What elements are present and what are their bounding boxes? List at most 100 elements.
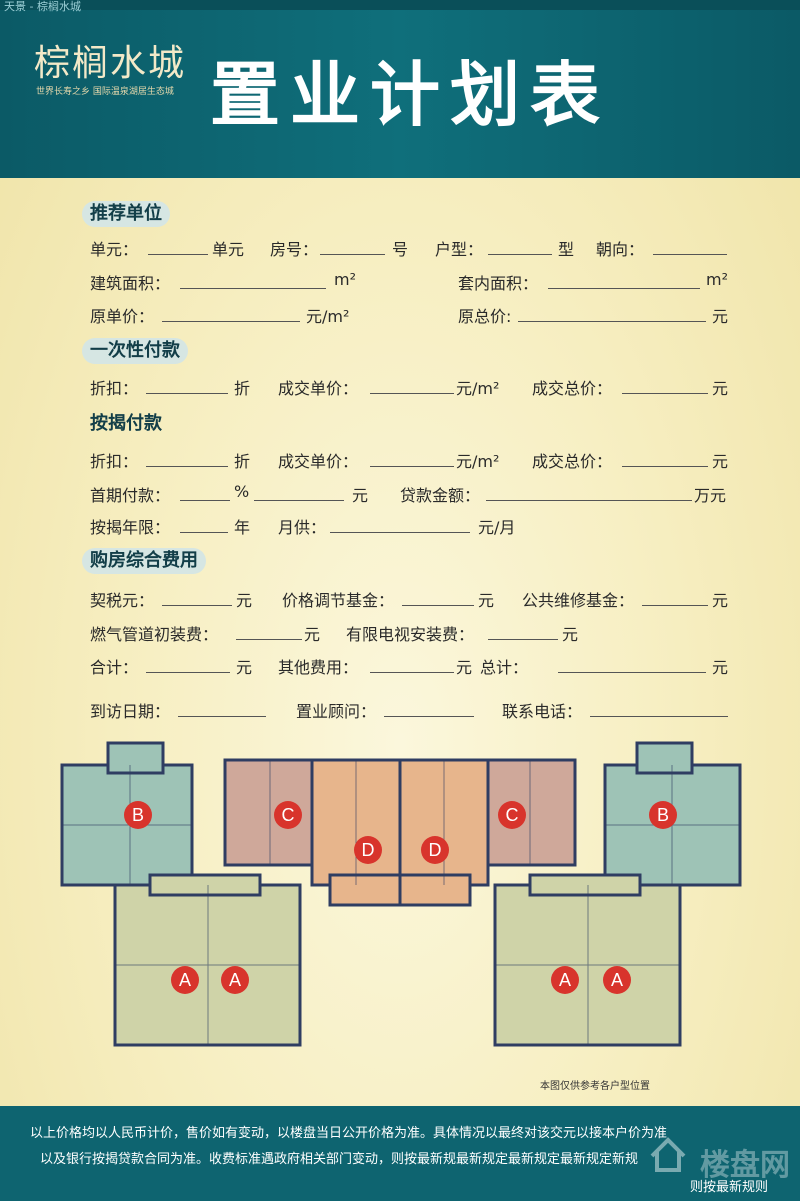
deal-unit-price-field-2[interactable] [370, 448, 454, 467]
label-total: 总计： [480, 658, 529, 677]
marker-d-1: D [362, 840, 375, 860]
marker-b-1: B [132, 805, 144, 825]
label-subtotal: 合计： [90, 658, 139, 677]
visit-date-field[interactable] [178, 698, 266, 717]
other-fees-field[interactable] [370, 654, 454, 673]
gas-field[interactable] [236, 621, 302, 640]
label-discount-2: 折扣： [90, 452, 139, 471]
label-monthly: 月供： [278, 518, 327, 537]
consultant-field[interactable] [384, 698, 474, 717]
type-field[interactable] [488, 236, 552, 255]
label-discount: 折扣： [90, 379, 139, 398]
unit-yuan-4: 元 [352, 486, 369, 505]
unit-yuan-2: 元 [712, 379, 729, 398]
marker-d-2: D [429, 840, 442, 860]
orientation-field[interactable] [653, 236, 727, 255]
label-deal-unit-price: 成交单价： [278, 379, 359, 398]
label-phone: 联系电话： [502, 702, 583, 721]
label-percent: % [234, 482, 250, 501]
room-field[interactable] [320, 236, 385, 255]
label-visit-date: 到访日期： [90, 702, 171, 721]
label-type-suffix: 型 [558, 240, 575, 259]
deed-tax-field[interactable] [162, 587, 232, 606]
disclaimer-line-2: 以及银行按揭贷款合同为准。收费标准遇政府相关部门变动，则按最新规最新规定最新规定… [40, 1152, 639, 1167]
unit-yuan-6: 元 [478, 591, 495, 610]
floor-plan: A A A A B B C C D D [60, 741, 742, 1047]
unit-yuan-month: 元/月 [478, 518, 516, 537]
subtotal-field[interactable] [146, 654, 230, 673]
disclaimer-line-3: 则按最新规则 [690, 1180, 769, 1195]
label-build-area: 建筑面积： [90, 274, 171, 293]
label-orientation: 朝向： [596, 240, 645, 259]
label-price-fund: 价格调节基金： [282, 591, 395, 610]
loan-field[interactable] [486, 482, 692, 501]
label-unit: 单元： [90, 240, 139, 259]
deal-total-field-2[interactable] [622, 448, 708, 467]
years-field[interactable] [180, 514, 228, 533]
inner-area-field[interactable] [548, 270, 700, 289]
orig-total-field[interactable] [518, 303, 706, 322]
footer-disclaimer: 以上价格均以人民币计价，售价如有变动，以楼盘当日公开价格为准。具体情况以最终对该… [0, 1106, 800, 1201]
build-area-field[interactable] [180, 270, 326, 289]
unit-yuan-sqm-2: 元/m² [456, 379, 500, 398]
label-deal-unit-price-2: 成交单价： [278, 452, 359, 471]
unit-field[interactable] [148, 236, 208, 255]
label-room-suffix: 号 [392, 240, 409, 259]
watermark-house-icon [650, 1137, 686, 1172]
marker-a-1: A [179, 970, 191, 990]
label-deal-total-2: 成交总价： [532, 452, 613, 471]
unit-yuan-sqm: 元/m² [306, 307, 350, 326]
label-orig-total: 原总价: [458, 307, 512, 326]
orig-unit-price-field[interactable] [162, 303, 300, 322]
label-type: 户型： [435, 240, 484, 259]
total-field[interactable] [558, 654, 706, 673]
page-title: 置业计划表 [210, 54, 610, 136]
unit-yuan-9: 元 [562, 625, 579, 644]
price-fund-field[interactable] [402, 587, 474, 606]
unit-yuan-11: 元 [456, 658, 473, 677]
label-years: 按揭年限： [90, 518, 171, 537]
label-year: 年 [234, 518, 251, 537]
marker-a-4: A [611, 970, 623, 990]
unit-yuan-8: 元 [304, 625, 321, 644]
marker-b-2: B [657, 805, 669, 825]
label-room: 房号： [270, 240, 319, 259]
label-down-payment: 首期付款： [90, 486, 171, 505]
tv-field[interactable] [488, 621, 558, 640]
phone-field[interactable] [590, 698, 728, 717]
label-deed-tax: 契税元： [90, 591, 155, 610]
label-inner-area: 套内面积： [458, 274, 539, 293]
down-percent-field[interactable] [180, 482, 230, 501]
label-gas: 燃气管道初装费： [90, 625, 219, 644]
unit-yuan-5: 元 [236, 591, 253, 610]
header-topline [0, 0, 800, 10]
header-banner: 天景 - 棕榈水城 棕榈水城 世界长寿之乡 国际温泉湖居生态城 置业计划表 [0, 0, 800, 178]
repair-fund-field[interactable] [642, 587, 708, 606]
discount-field-2[interactable] [146, 448, 228, 467]
discount-field[interactable] [146, 375, 228, 394]
unit-yuan-12: 元 [712, 658, 729, 677]
project-slogan: 世界长寿之乡 国际温泉湖居生态城 [36, 87, 174, 97]
unit-yuan: 元 [712, 307, 729, 326]
label-consultant: 置业顾问： [296, 702, 377, 721]
watermark: 楼盘网 [700, 1148, 790, 1183]
unit-sqm: m² [334, 270, 356, 289]
unit-yuan-7: 元 [712, 591, 729, 610]
down-amount-field[interactable] [254, 482, 344, 501]
section-mortgage: 按揭付款 [90, 413, 162, 434]
marker-c-1: C [282, 805, 295, 825]
label-zhe-2: 折 [234, 452, 251, 471]
project-logo: 棕榈水城 [34, 43, 187, 84]
monthly-field[interactable] [330, 514, 470, 533]
unit-wanyuan: 万元 [694, 486, 727, 505]
label-deal-total: 成交总价： [532, 379, 613, 398]
deal-total-field[interactable] [622, 375, 708, 394]
deal-unit-price-field[interactable] [370, 375, 454, 394]
breadcrumb[interactable]: 天景 - 棕榈水城 [4, 0, 81, 13]
section-recommend: 推荐单位 [82, 201, 170, 227]
label-zhe: 折 [234, 379, 251, 398]
unit-yuan-3: 元 [712, 452, 729, 471]
unit-yuan-sqm-3: 元/m² [456, 452, 500, 471]
label-orig-unit-price: 原单价： [90, 307, 155, 326]
